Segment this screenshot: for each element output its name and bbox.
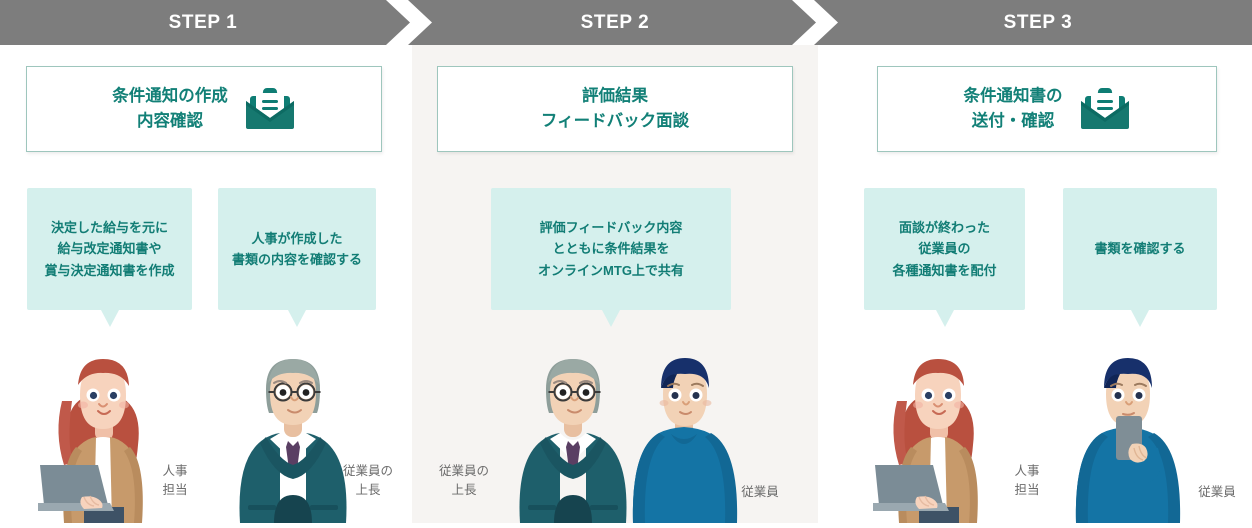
step-header-1: STEP 1 <box>168 11 238 33</box>
step1-title-card: 条件通知の作成 内容確認 <box>26 66 382 152</box>
bubble-text: 評価フィードバック内容 とともに条件結果を オンラインMTG上で共有 <box>538 219 684 278</box>
person-label-employee-2: 従業員 <box>741 485 779 499</box>
envelope-icon <box>244 87 296 131</box>
step2-title-text: 評価結果 フィードバック面談 <box>540 87 690 130</box>
bubble-text: 面談が終わった 従業員の 各種通知書を配付 <box>892 219 997 278</box>
bubble-text: 書類を確認する <box>1094 241 1186 257</box>
bubble-tail <box>602 310 620 327</box>
bubble-tail <box>935 310 954 327</box>
figure-hr-woman-with-laptop <box>873 337 1003 523</box>
step2-title-card: 評価結果 フィードバック面談 <box>437 66 793 152</box>
step1-title-text: 条件通知の作成 内容確認 <box>112 87 228 130</box>
step-header-bar <box>0 0 1252 45</box>
figure-supervisor-older-man <box>508 337 638 523</box>
step3-title-card: 条件通知書の 送付・確認 <box>877 66 1217 152</box>
figure-employee-with-tablet <box>1068 348 1188 523</box>
bubble-text: 決定した給与を元に 給与改定通知書や 賞与決定通知書を作成 <box>44 219 175 278</box>
step1-bubble-1: 決定した給与を元に 給与改定通知書や 賞与決定通知書を作成 <box>27 188 192 327</box>
person-label-hr-staff-3: 人事 担当 <box>1014 464 1040 498</box>
step3-title-text: 条件通知書の 送付・確認 <box>963 87 1063 130</box>
envelope-icon <box>1079 87 1131 131</box>
step-header-3: STEP 3 <box>1003 11 1073 33</box>
step-header-2: STEP 2 <box>580 11 650 33</box>
step2-bubble-1: 評価フィードバック内容 とともに条件結果を オンラインMTG上で共有 <box>491 188 731 327</box>
figure-supervisor-older-man <box>228 337 358 523</box>
step3-bubble-1: 面談が終わった 従業員の 各種通知書を配付 <box>864 188 1025 327</box>
bubble-tail <box>100 310 119 327</box>
step3-bubble-2: 書類を確認する <box>1063 188 1217 327</box>
bubble-text: 人事が作成した 書類の内容を確認する <box>231 230 362 267</box>
person-label-supervisor-1: 従業員の 上長 <box>342 464 393 498</box>
bubble-tail <box>1131 310 1149 327</box>
person-label-hr-staff-1: 人事 担当 <box>162 464 188 498</box>
step1-bubble-2: 人事が作成した 書類の内容を確認する <box>218 188 376 327</box>
figure-hr-woman-with-laptop <box>38 337 168 523</box>
figure-employee-young-man <box>625 348 745 523</box>
person-label-supervisor-2: 従業員の 上長 <box>438 464 489 498</box>
bubble-tail <box>288 310 306 327</box>
person-label-employee-3: 従業員 <box>1198 485 1236 499</box>
